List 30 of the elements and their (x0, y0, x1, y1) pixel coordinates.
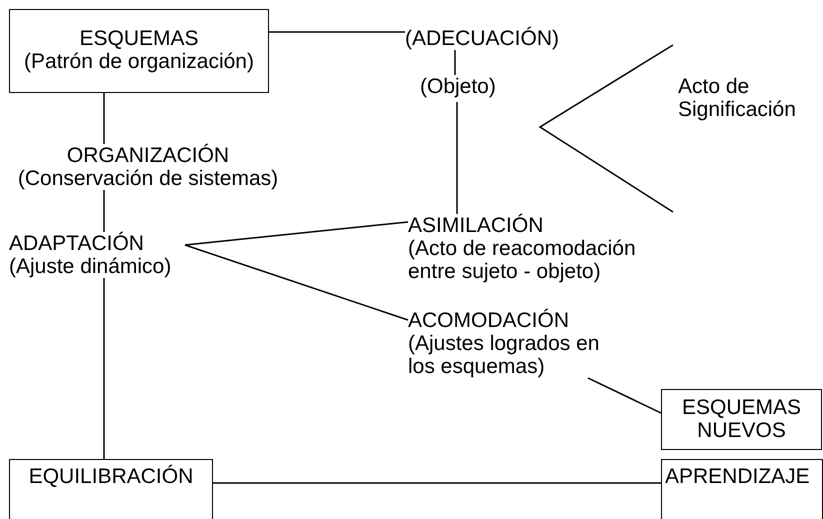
node-title: ASIMILACIÓN (408, 214, 544, 237)
node-title: ADAPTACIÓN (9, 232, 145, 255)
connector-line (184, 244, 408, 321)
process-box (661, 389, 822, 450)
node-description: (Ajustes logrados en los esquemas) (408, 332, 600, 378)
node-title: (ADECUACIÓN) (405, 27, 560, 50)
process-box (9, 9, 269, 93)
node-description: (Ajuste dinámico) (9, 255, 172, 278)
connector-line (456, 102, 458, 214)
node-title: ESQUEMAS (78, 27, 200, 50)
connector-line (588, 377, 662, 414)
connector-line (103, 278, 105, 459)
node-title: Acto de Significación (678, 75, 797, 121)
node-title: (Objeto) (420, 75, 497, 98)
connector-line (184, 221, 408, 246)
connector-line (103, 190, 105, 232)
connector-line (103, 93, 105, 144)
connector-line (213, 482, 661, 484)
process-box (661, 459, 823, 519)
node-description: (Acto de reacomodación entre sujeto - objeto) (408, 237, 637, 283)
node-description: (Conservación de sistemas) (16, 167, 280, 190)
connector-line (269, 31, 405, 33)
process-box (9, 459, 213, 519)
node-title: ORGANIZACIÓN (66, 144, 230, 167)
node-title: EQUILIBRACIÓN (28, 465, 194, 488)
node-title: ESQUEMAS NUEVOS (680, 396, 802, 442)
node-title: ACOMODACIÓN (408, 309, 570, 332)
node-title: APRENDIZAJE (665, 465, 811, 488)
node-description: (Patrón de organización) (23, 50, 255, 73)
connector-line (454, 50, 456, 75)
